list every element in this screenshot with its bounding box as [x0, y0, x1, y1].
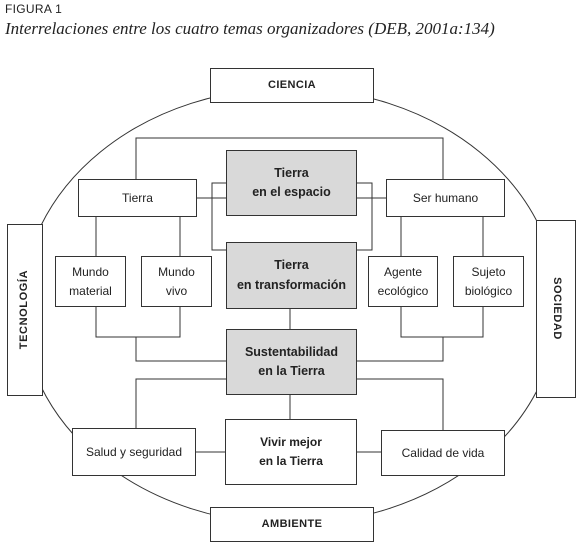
salud-seguridad-label: Salud y seguridad [85, 444, 183, 459]
vivir-mejor-label: Vivir mejor en la Tierra [259, 435, 323, 468]
sustentabilidad-label: Sustentabilidad en la Tierra [244, 344, 339, 378]
sociedad-box: SOCIEDAD [536, 220, 576, 398]
tierra-espacio-label: Tierra en el espacio [252, 165, 331, 199]
tierra-espacio-box: Tierra en el espacio [226, 150, 357, 216]
calidad-vida-label: Calidad de vida [401, 445, 485, 460]
tecnologia-box: TECNOLOGÍA [7, 224, 43, 396]
tecnologia-label: TECNOLOGÍA [18, 270, 31, 350]
sociedad-label: SOCIEDAD [550, 277, 563, 341]
ambiente-label: AMBIENTE [261, 517, 323, 530]
connector-left-bracket [211, 182, 226, 251]
citation-rest: , 2001a:134) [406, 19, 495, 38]
tierra-transformacion-label: Tierra en transformación [236, 258, 347, 292]
ciencia-box: CIENCIA [210, 68, 374, 103]
agente-ecologico-box: Agente ecológico [368, 256, 438, 307]
connector-right-bracket [357, 182, 373, 251]
connector-right-children [400, 307, 484, 338]
ser-humano-box: Ser humano [386, 179, 505, 217]
agente-ecologico-label: Agente ecológico [377, 264, 429, 298]
ciencia-label: CIENCIA [267, 78, 317, 91]
tierra-transformacion-box: Tierra en transformación [226, 242, 357, 309]
tierra-box: Tierra [78, 179, 197, 217]
vivir-mejor-box: Vivir mejor en la Tierra [225, 419, 357, 485]
connector-left-children [95, 307, 181, 338]
calidad-vida-box: Calidad de vida [381, 430, 505, 476]
mundo-material-label: Mundo material [69, 264, 112, 298]
mundo-vivo-label: Mundo vivo [158, 264, 195, 298]
mundo-vivo-box: Mundo vivo [141, 256, 212, 307]
figure-title-text: Interrelaciones entre los cuatro temas o… [5, 19, 365, 38]
citation-author: DEB [373, 19, 407, 38]
figure-label: FIGURA 1 [5, 2, 63, 16]
figure-title: Interrelaciones entre los cuatro temas o… [5, 19, 495, 38]
connector-top-bracket [135, 137, 444, 179]
salud-seguridad-box: Salud y seguridad [72, 428, 196, 476]
sujeto-biologico-label: Sujeto biológico [464, 264, 513, 298]
sustentabilidad-box: Sustentabilidad en la Tierra [226, 329, 357, 395]
ser-humano-label: Ser humano [412, 190, 479, 205]
tierra-label: Tierra [122, 190, 153, 205]
ambiente-box: AMBIENTE [210, 507, 374, 542]
sujeto-biologico-box: Sujeto biológico [453, 256, 524, 307]
mundo-material-box: Mundo material [55, 256, 126, 307]
